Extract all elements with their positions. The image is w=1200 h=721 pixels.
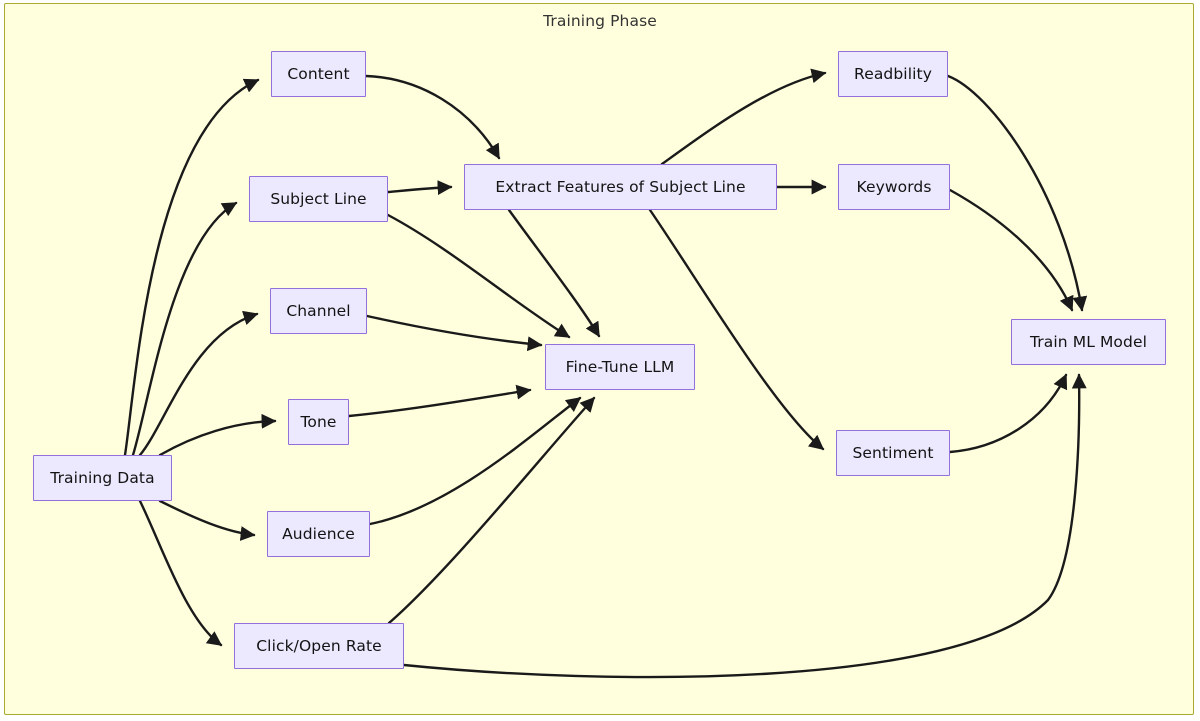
node-readbility[interactable]: Readbility: [838, 51, 948, 97]
node-tone[interactable]: Tone: [288, 399, 349, 445]
node-training-data[interactable]: Training Data: [33, 455, 172, 501]
node-click-open-rate[interactable]: Click/Open Rate: [234, 623, 404, 669]
node-audience[interactable]: Audience: [267, 511, 370, 557]
node-sentiment[interactable]: Sentiment: [836, 430, 950, 476]
node-extract-features[interactable]: Extract Features of Subject Line: [464, 164, 777, 210]
node-label: Keywords: [856, 178, 932, 196]
node-channel[interactable]: Channel: [270, 288, 367, 334]
node-label: Channel: [286, 302, 351, 320]
node-train-ml-model[interactable]: Train ML Model: [1011, 319, 1166, 365]
node-label: Audience: [282, 525, 355, 543]
node-keywords[interactable]: Keywords: [838, 164, 950, 210]
node-fine-tune-llm[interactable]: Fine-Tune LLM: [545, 344, 695, 390]
node-label: Train ML Model: [1030, 333, 1147, 351]
node-label: Click/Open Rate: [256, 637, 382, 655]
node-subject-line[interactable]: Subject Line: [249, 176, 388, 222]
node-label: Extract Features of Subject Line: [495, 178, 746, 196]
subgraph-title: Training Phase: [543, 12, 657, 30]
node-label: Fine-Tune LLM: [565, 358, 675, 376]
node-label: Training Data: [50, 469, 155, 487]
node-label: Tone: [300, 413, 337, 431]
node-label: Sentiment: [852, 444, 934, 462]
node-label: Content: [287, 65, 350, 83]
node-label: Subject Line: [270, 190, 367, 208]
node-content[interactable]: Content: [271, 51, 366, 97]
node-label: Readbility: [854, 65, 932, 83]
